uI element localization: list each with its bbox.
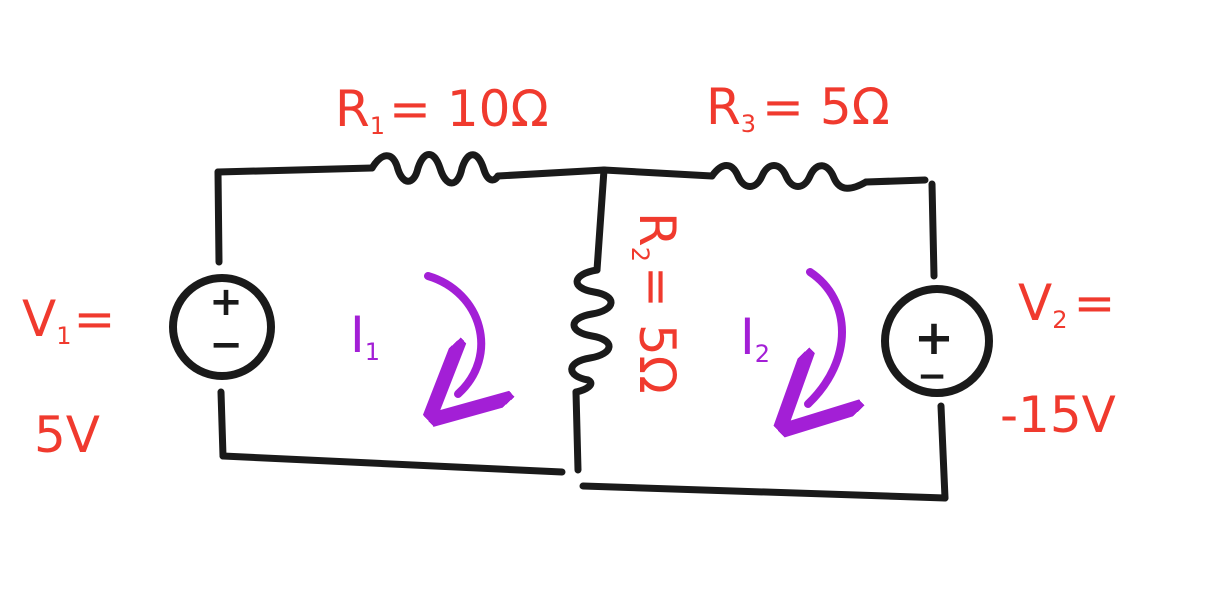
label-i2-name: I: [740, 308, 755, 366]
label-r1-value: = 10Ω: [389, 80, 549, 138]
label-r2: R2 = 5Ω: [626, 212, 686, 394]
current-arrow-i2: [808, 268, 842, 404]
label-r1-name: R: [335, 80, 370, 138]
label-v2-value: -15V: [1000, 386, 1116, 444]
wire-left-top: [214, 164, 376, 176]
wire-right-top-right: [862, 176, 929, 186]
source-v1-minus: −: [209, 322, 243, 368]
label-i2: I2: [740, 308, 770, 368]
label-r2-name: R: [628, 212, 686, 247]
voltage-source-v1: + −: [169, 274, 275, 380]
label-v1-value: 5V: [34, 406, 100, 464]
label-r1-sub: 1: [370, 112, 385, 140]
label-i1-name: I: [350, 306, 365, 364]
wire-middle-upper: [593, 166, 608, 274]
label-r3: R3= 5Ω: [706, 78, 890, 138]
label-r3-name: R: [706, 78, 741, 136]
label-r2-sub: 2: [626, 247, 654, 262]
label-r3-value: = 5Ω: [762, 78, 890, 136]
wire-left-vertical-upper: [214, 168, 223, 266]
resistor-r1: [368, 151, 502, 187]
wire-left-vertical-lower: [217, 388, 227, 460]
voltage-source-v2: + −: [881, 285, 993, 397]
wire-top-middle: [494, 166, 608, 180]
wire-right-top-left: [600, 166, 716, 180]
resistor-r3: [708, 162, 870, 192]
wire-right-vertical-upper: [928, 180, 938, 280]
wire-middle-lower: [572, 388, 582, 474]
label-r1: R1= 10Ω: [335, 80, 549, 140]
current-arrow-i1: [428, 272, 481, 394]
label-i1: I1: [350, 306, 380, 366]
wires: [214, 164, 949, 502]
label-v1: V1= 5V: [22, 290, 115, 464]
source-v2-minus: −: [917, 356, 947, 397]
resistor-r2: [568, 266, 615, 396]
label-v2-name: V: [1018, 274, 1052, 332]
label-v1-eq: =: [74, 290, 116, 348]
source-v2-plus: +: [914, 310, 954, 366]
svg-text:R3= 5Ω: R3= 5Ω: [706, 78, 890, 138]
svg-text:V1=: V1=: [22, 290, 115, 350]
label-i1-sub: 1: [365, 338, 380, 366]
svg-text:R2= 5Ω: R2 = 5Ω: [626, 212, 686, 394]
wire-right-vertical-lower: [937, 402, 949, 502]
svg-text:V2=: V2=: [1018, 274, 1115, 334]
source-v1-circle: [169, 274, 275, 380]
label-v2: V2= -15V: [1000, 274, 1116, 444]
label-v1-sub: 1: [56, 322, 71, 350]
label-r2-value: = 5Ω: [628, 266, 686, 394]
label-v2-eq: =: [1074, 274, 1116, 332]
label-i2-sub: 2: [755, 340, 770, 368]
label-v1-name: V: [22, 290, 56, 348]
svg-text:I2: I2: [740, 308, 770, 368]
wire-left-bottom: [219, 452, 566, 476]
svg-text:I1: I1: [350, 306, 380, 366]
source-v2-circle: [881, 285, 993, 397]
wire-right-bottom: [579, 482, 949, 502]
label-r3-sub: 3: [741, 110, 756, 138]
svg-text:R1= 10Ω: R1= 10Ω: [335, 80, 549, 140]
label-v2-sub: 2: [1052, 306, 1067, 334]
source-v1-plus: +: [209, 279, 243, 325]
